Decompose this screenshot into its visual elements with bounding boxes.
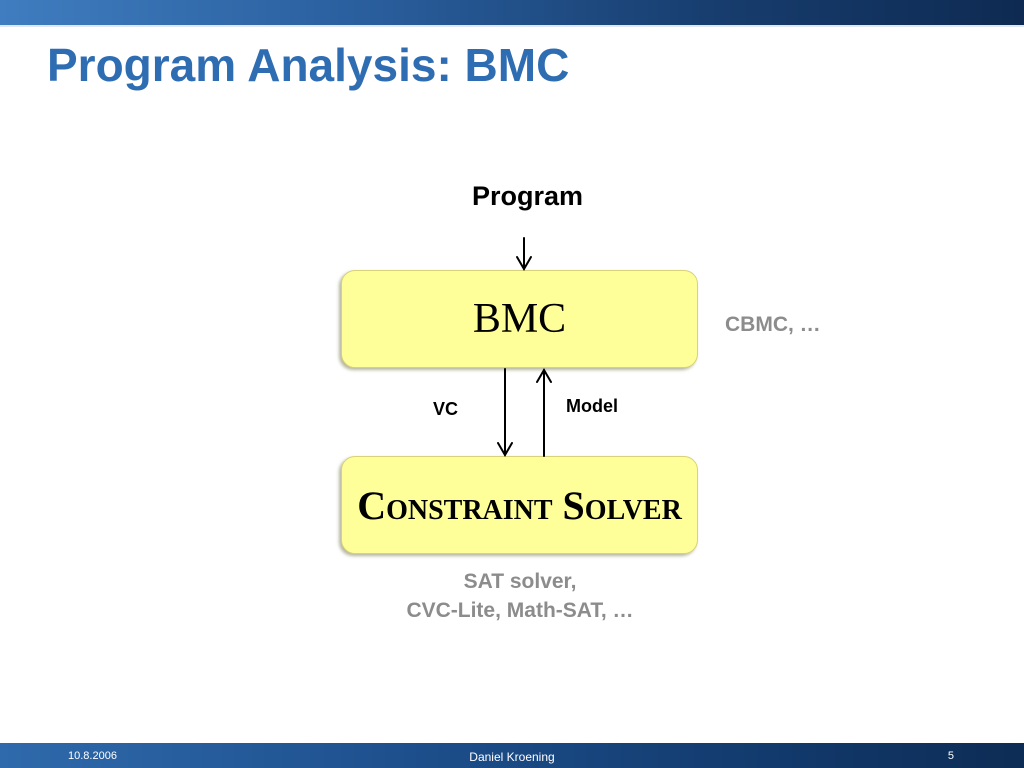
model-edge-label: Model — [566, 396, 618, 416]
constraint-solver-block-label: Constraint Solver — [357, 482, 682, 528]
footer-page-number: 5 — [947, 750, 954, 762]
bmc-examples-note: CBMC, … — [725, 313, 821, 336]
bmc-block: BMC — [341, 270, 698, 368]
bmc-block-label: BMC — [472, 296, 567, 342]
program-to-bmc-arrow — [516, 237, 532, 271]
top-banner-divider — [0, 25, 1024, 27]
solver-examples-line-1: SAT solver, — [463, 570, 577, 593]
slide-title: Program Analysis: BMC — [47, 39, 570, 91]
solver-examples-line-2: CVC-Lite, Math-SAT, … — [406, 599, 634, 622]
constraint-solver-block: Constraint Solver — [341, 456, 698, 554]
solver-examples-note: SAT solver, CVC-Lite, Math-SAT, … — [360, 567, 680, 625]
vc-edge-label: VC — [433, 399, 459, 419]
program-input-label: Program — [471, 181, 584, 211]
footer-date: 10.8.2006 — [68, 750, 117, 762]
footer-author: Daniel Kroening — [469, 750, 555, 764]
top-banner-bar — [0, 0, 1024, 25]
vc-arrow — [497, 368, 513, 457]
model-arrow — [536, 368, 552, 457]
footer-bar: 10.8.2006 Daniel Kroening 5 — [0, 743, 1024, 768]
